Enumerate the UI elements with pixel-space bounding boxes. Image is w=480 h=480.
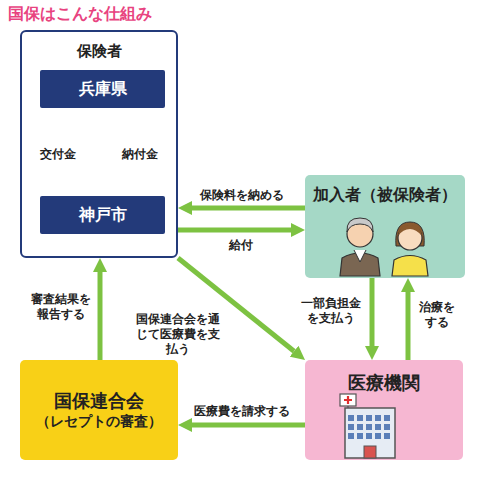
edge-label: 納付金 — [120, 147, 160, 162]
edge-label: 審査結果を報告する — [30, 292, 92, 322]
box-heading: 兵庫県 — [79, 79, 127, 99]
flow-arrow — [178, 228, 291, 233]
edge-label: 一部負担金を支払う — [300, 296, 362, 326]
flow-arrow — [192, 206, 305, 211]
box-heading: 医療機関 — [348, 372, 420, 395]
diagram-title: 国保はこんな仕組み — [8, 4, 152, 25]
city-box: 神戸市 — [40, 196, 165, 234]
edge-label: 交付金 — [40, 147, 76, 162]
edge-label: 国保連合会を通じて医療費を支払う — [134, 312, 222, 357]
member-box: 加入者（被保険者） — [305, 175, 465, 278]
edge-label: 保険料を納める — [198, 188, 286, 203]
box-heading: 国保連合会 — [54, 390, 144, 413]
edge-label: 医療費を請求する — [192, 404, 292, 419]
box-heading: 保険者 — [77, 42, 122, 61]
flow-arrow — [370, 278, 375, 346]
box-subtext: （レセプトの審査） — [36, 413, 162, 431]
insurer-group-box: 保険者兵庫県神戸市 — [20, 30, 178, 258]
edge-label: 治療をする — [418, 300, 456, 330]
box-heading: 加入者（被保険者） — [313, 185, 457, 205]
edge-label: 給付 — [226, 238, 256, 253]
box-heading: 神戸市 — [79, 205, 127, 225]
flow-arrow — [192, 423, 305, 428]
flow-arrow — [406, 292, 411, 360]
prefecture-box: 兵庫県 — [40, 70, 165, 108]
flow-arrow — [98, 272, 103, 360]
federation-box: 国保連合会（レセプトの審査） — [20, 360, 178, 460]
